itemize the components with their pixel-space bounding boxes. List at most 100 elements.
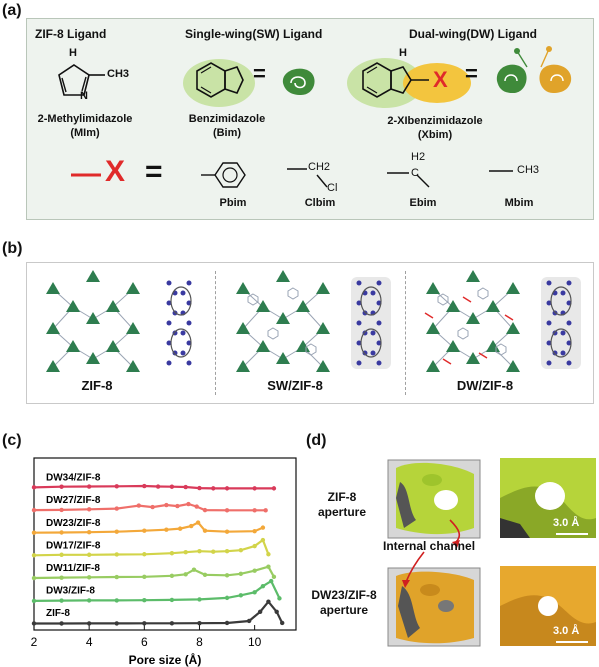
series-point [59, 507, 64, 513]
zn-tetrahedron [296, 300, 310, 312]
series-label: DW3/ZIF-8 [46, 586, 95, 597]
series-point [202, 528, 208, 533]
zn-tetrahedron [466, 312, 480, 324]
series-point [114, 598, 119, 603]
divider-2 [405, 271, 406, 395]
series-label: ZIF-8 [46, 608, 70, 619]
series-point [31, 621, 37, 626]
zn-tetrahedron [126, 282, 140, 294]
benzene-ring [477, 287, 489, 300]
substituent-stub [478, 352, 488, 359]
series-label: DW27/ZIF-8 [46, 495, 101, 506]
series-point [114, 529, 119, 534]
x-tick-label: 10 [248, 635, 262, 649]
dw-ligand-title: Dual-wing(DW) Ligand [409, 27, 537, 41]
series-point [246, 618, 252, 624]
panel-a-label: (a) [2, 2, 22, 19]
series-ZIF-8: ZIF-8 [31, 599, 285, 626]
zn-tetrahedron [276, 312, 290, 324]
series-point [280, 620, 285, 626]
mim-name: 2-Methylimidazole [37, 113, 133, 125]
series-point [211, 486, 216, 491]
x-axis-label: Pore size (Å) [129, 652, 202, 667]
zn-tetrahedron [256, 300, 270, 312]
benzene-ring [495, 343, 507, 356]
series-point [31, 507, 37, 513]
series-DW11/ZIF-8: DW11/ZIF-8 [31, 563, 277, 581]
series-point [183, 550, 188, 555]
series-point [238, 571, 244, 576]
framework-network [46, 270, 140, 372]
substituent-clbim: Clbim [304, 197, 336, 209]
series-point [86, 621, 92, 626]
series-point [86, 598, 92, 603]
scale-bar-1: 3.0 Å [553, 517, 580, 529]
series-point [224, 620, 230, 626]
mim-nh-h: H [69, 47, 77, 59]
zn-tetrahedron [426, 322, 440, 334]
bim-abbr: (Bim) [212, 127, 242, 139]
series-label: DW17/ZIF-8 [46, 540, 101, 551]
series-point [169, 484, 175, 489]
zn-tetrahedron [86, 270, 100, 282]
zn-tetrahedron [106, 300, 120, 312]
xbim-equals: = [465, 61, 478, 86]
zn-tetrahedron [486, 300, 500, 312]
zn-tetrahedron [46, 322, 60, 334]
series-DW34/ZIF-8: DW34/ZIF-8 [31, 473, 277, 491]
scale-line-1 [556, 533, 588, 535]
sw-zif8-framework-illustration [236, 270, 391, 372]
series-point [224, 529, 230, 534]
zn-tetrahedron [506, 282, 520, 294]
series-point [142, 483, 147, 489]
series-point [59, 598, 64, 603]
zn-tetrahedron [126, 360, 140, 372]
framework-label-dw: DW/ZIF-8 [456, 378, 514, 393]
series-point [260, 583, 266, 589]
panel-c-label: (c) [2, 432, 22, 449]
series-point [260, 525, 266, 530]
sw-ligand-title: Single-wing(SW) Ligand [185, 27, 323, 41]
series-point [197, 597, 202, 602]
series-point [266, 552, 271, 557]
series-point [268, 578, 274, 584]
series-point [150, 504, 155, 510]
series-point [86, 552, 92, 557]
series-point [114, 552, 119, 557]
substituent-stub [442, 358, 452, 365]
xbim-structure [347, 58, 471, 108]
series-point [266, 599, 271, 604]
substituent-mbim: Mbim [504, 197, 534, 209]
series-point [169, 597, 175, 603]
series-point [197, 549, 202, 554]
series-point [260, 537, 266, 543]
x-tick-label: 2 [31, 635, 38, 649]
series-point [59, 621, 64, 626]
mim-structure [58, 64, 105, 96]
x-tick-label: 6 [141, 635, 148, 649]
ligand-panel: ZIF-8 Ligand Single-wing(SW) Ligand Dual… [26, 18, 594, 220]
series-line [33, 565, 275, 580]
series-point [189, 523, 194, 529]
zif8-aperture-label-1: ZIF-8 [327, 490, 357, 504]
series-point [142, 552, 147, 557]
series-label: DW34/ZIF-8 [46, 473, 101, 484]
xbim-x: X [433, 67, 448, 92]
zn-tetrahedron [466, 352, 480, 364]
dw-wing-icon [496, 46, 572, 93]
panel-b-label: (b) [2, 240, 23, 257]
series-point [271, 574, 277, 580]
series-line [33, 538, 270, 557]
substituent-stub [504, 314, 514, 321]
bim-structure [183, 59, 255, 107]
sw-wing-icon [282, 68, 315, 95]
ethyl-structure [387, 172, 430, 188]
phenyl-structure [201, 162, 246, 188]
zn-tetrahedron [66, 300, 80, 312]
series-point [263, 508, 268, 513]
substituent-ebim: Ebim [409, 197, 437, 209]
series-point [224, 486, 230, 491]
series-point [142, 598, 147, 603]
benzene-ring [267, 327, 279, 340]
series-point [114, 574, 119, 580]
